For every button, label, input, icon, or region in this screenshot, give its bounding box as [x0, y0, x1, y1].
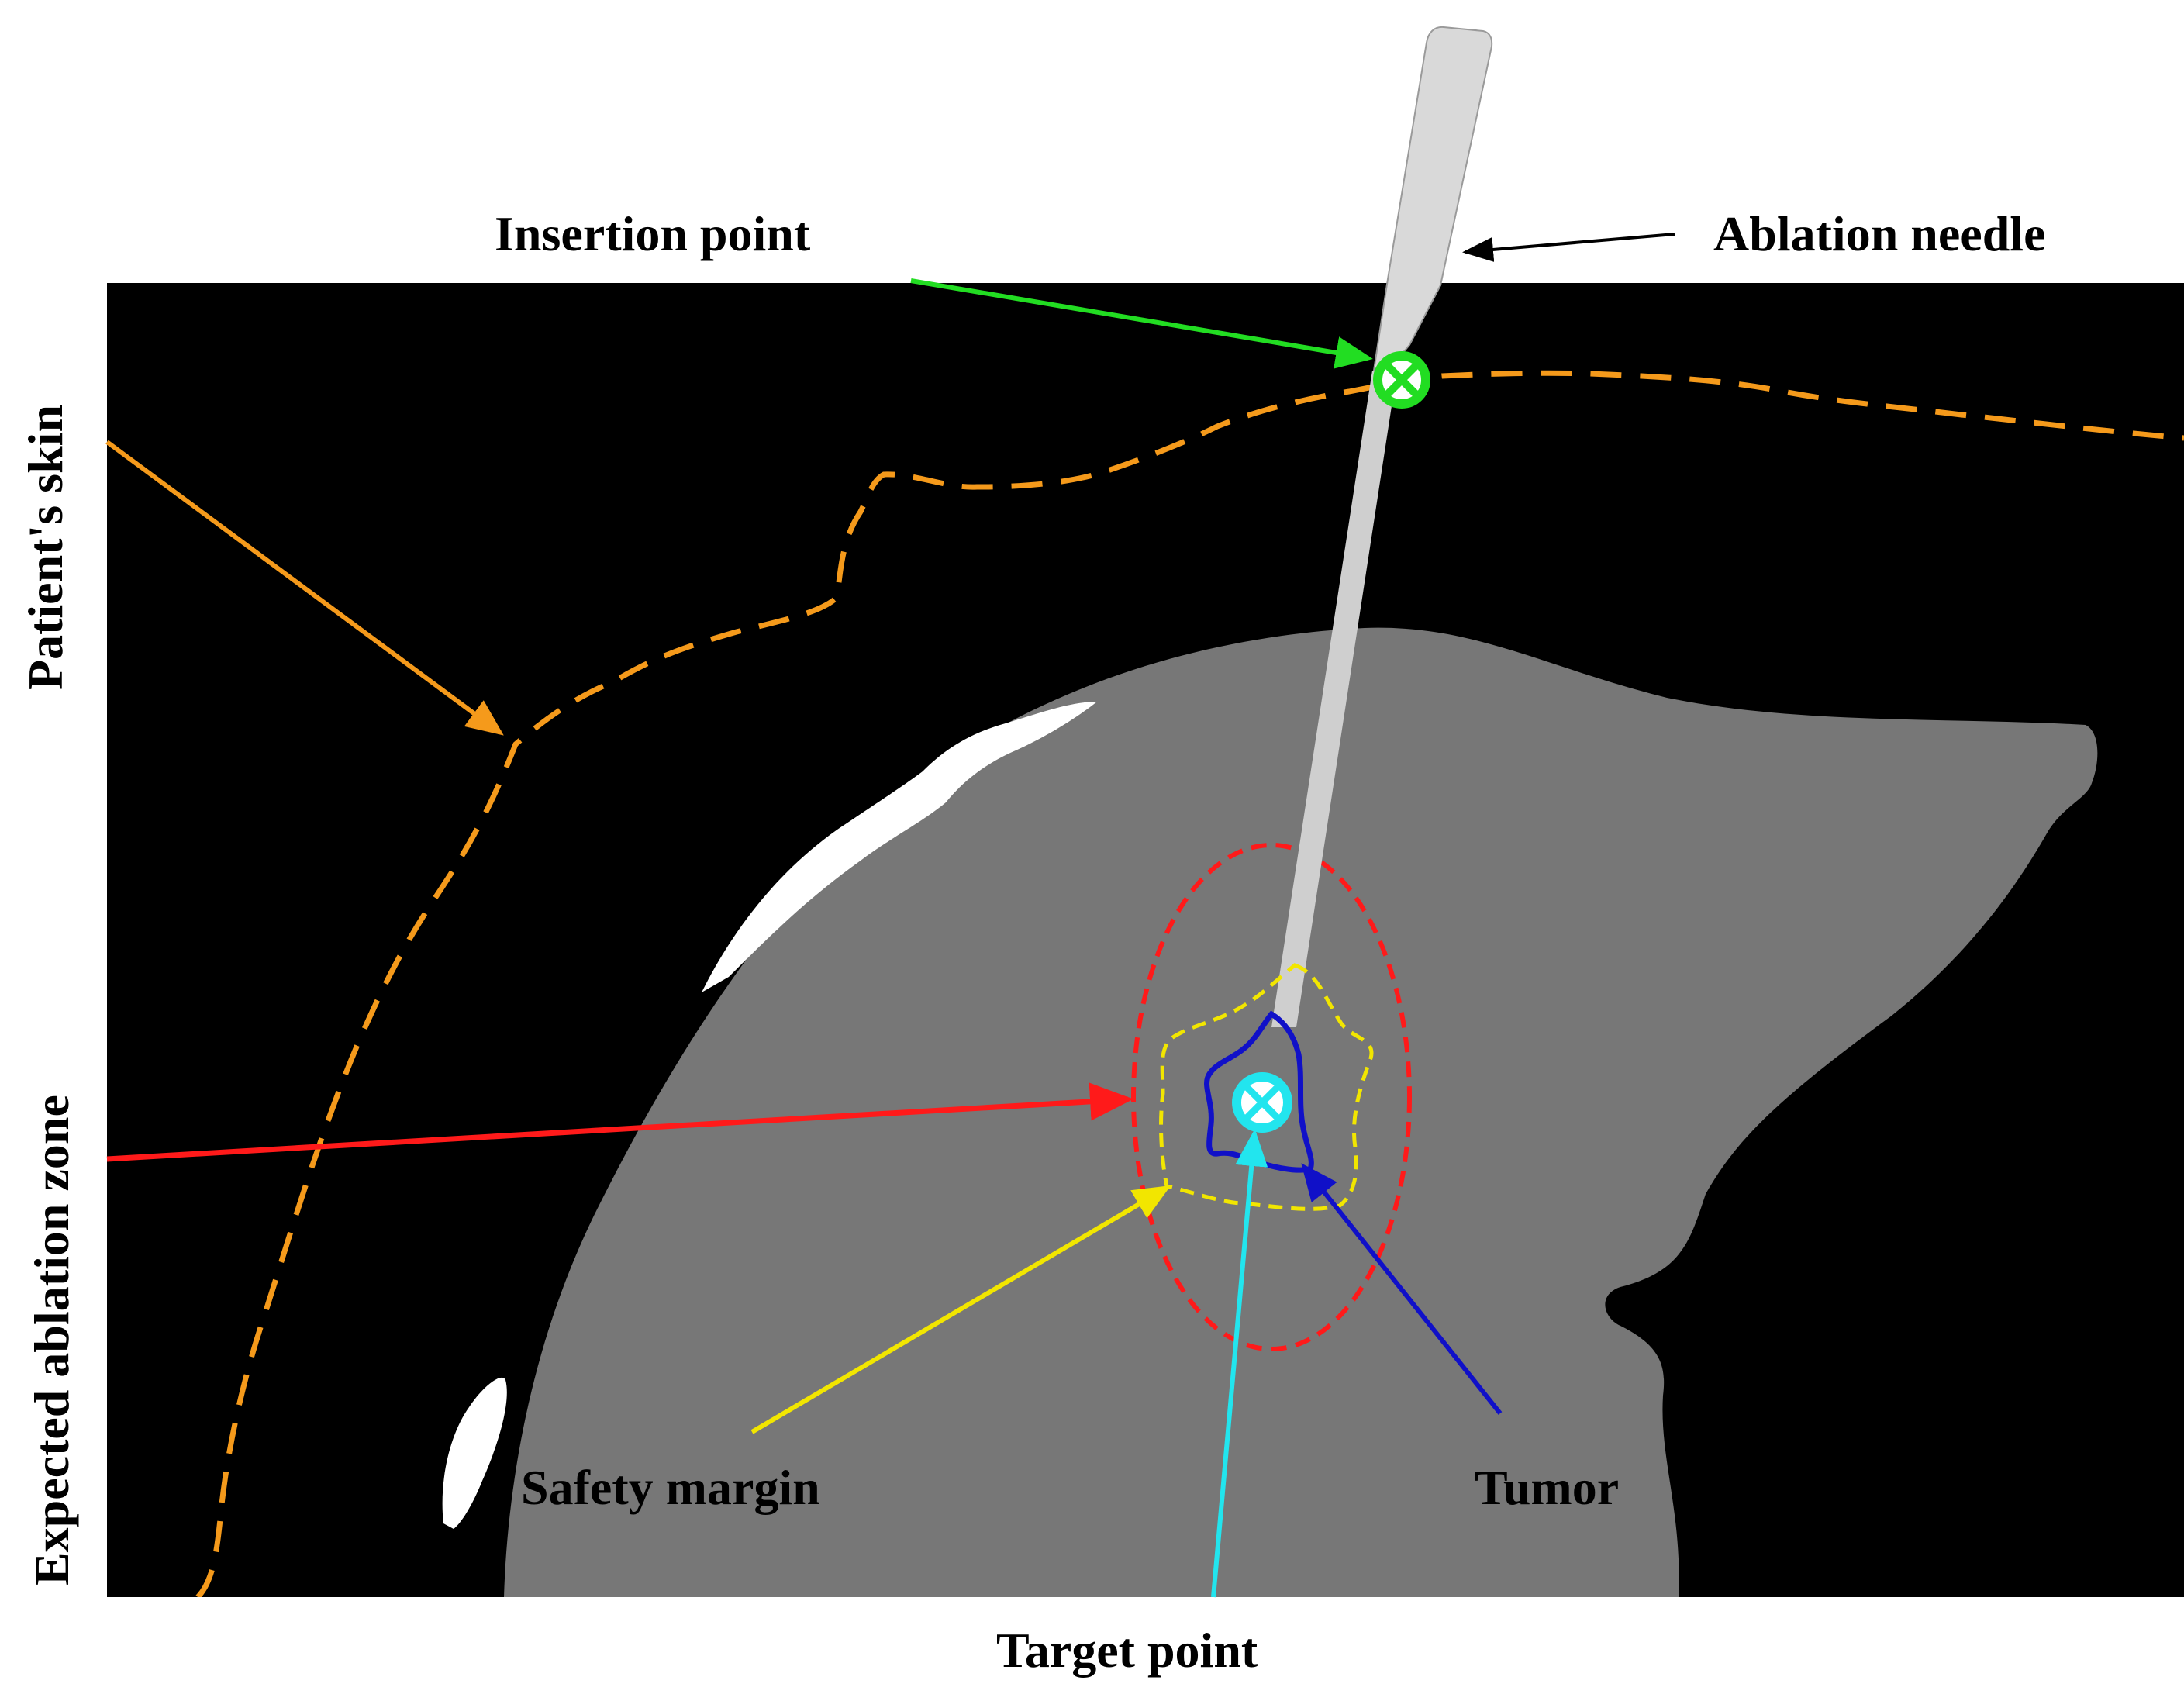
ablation-needle-shaft: [1271, 371, 1397, 1027]
skin-arrow: [105, 440, 504, 736]
safety-margin-contour: [1159, 963, 1374, 1211]
tumor-label: Tumor: [1475, 1460, 1619, 1515]
ablation-needle-label: Ablation needle: [1713, 206, 2045, 261]
tumor-arrow: [1301, 1163, 1503, 1415]
ablation-zone-arrow: [106, 1082, 1133, 1162]
expected-ablation-zone: [1131, 843, 1412, 1351]
insertion-point-label: Insertion point: [495, 206, 811, 261]
target-marker-icon: [1232, 1072, 1292, 1133]
rib-bone: [702, 702, 1097, 992]
insertion-point-arrow: [910, 278, 1373, 369]
safety-margin-label: Safety margin: [521, 1460, 820, 1515]
insertion-marker-icon: [1373, 351, 1430, 409]
patients-skin-label: Patient's skin: [18, 405, 73, 690]
expected-ablation-zone-label: Expected ablation zone: [24, 1095, 79, 1585]
safety-margin-arrow: [750, 1185, 1171, 1434]
target-point-arrow: [1211, 1129, 1268, 1598]
ablation-needle-arrow: [1462, 233, 1675, 262]
target-point-label: Target point: [996, 1623, 1258, 1678]
rib-bone-lower: [442, 1377, 507, 1529]
